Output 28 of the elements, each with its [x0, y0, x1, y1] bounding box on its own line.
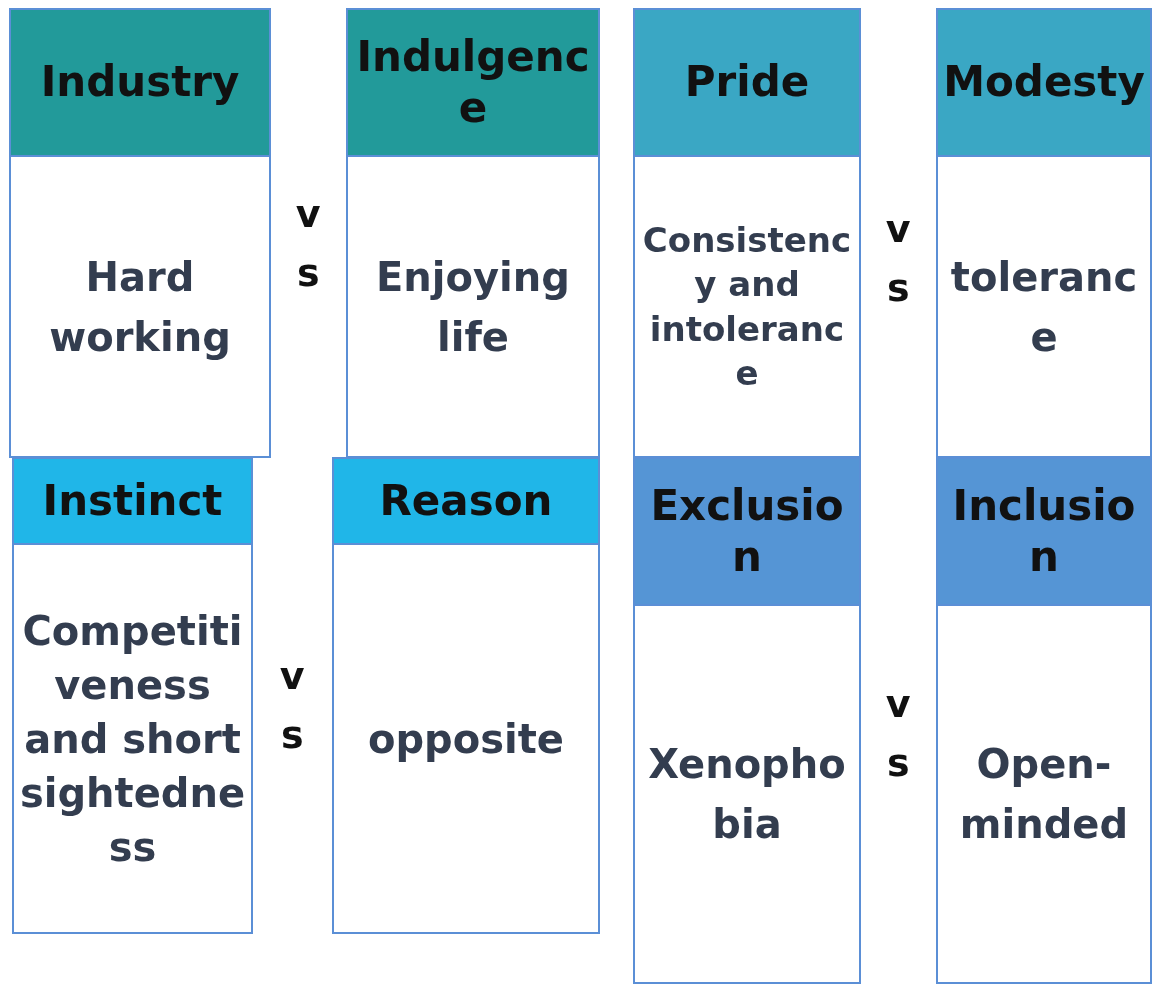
- versus-label: vs: [885, 681, 912, 787]
- card-header: Industry: [11, 10, 269, 157]
- card-text: Consistency and intolerance: [641, 219, 853, 395]
- versus-label: vs: [279, 653, 306, 759]
- card: [633, 8, 861, 458]
- card-text: opposite: [368, 714, 564, 764]
- card: [936, 457, 1152, 984]
- card: [9, 8, 271, 458]
- card-text: tolerance: [949, 252, 1139, 362]
- card-header: Indulgence: [348, 10, 598, 157]
- versus-label: vs: [885, 206, 912, 312]
- card: [12, 457, 253, 934]
- card: [332, 457, 600, 934]
- card-header: Exclusion: [635, 459, 859, 606]
- card-header: Pride: [635, 10, 859, 157]
- card: [633, 457, 861, 984]
- card-header: Reason: [334, 459, 598, 545]
- versus-label: vs: [295, 191, 322, 297]
- card-text: Xenophobia: [647, 740, 847, 849]
- card-text: Open-minded: [958, 740, 1130, 849]
- card-header: Instinct: [14, 459, 251, 545]
- card: [346, 8, 600, 458]
- card-text: Enjoying life: [375, 252, 571, 362]
- card-text: Hard working: [48, 252, 232, 362]
- card: [936, 8, 1152, 458]
- card-text: Competitiveness and short sightedness: [18, 606, 247, 872]
- card-header: Inclusion: [938, 459, 1150, 606]
- card-header: Modesty: [938, 10, 1150, 157]
